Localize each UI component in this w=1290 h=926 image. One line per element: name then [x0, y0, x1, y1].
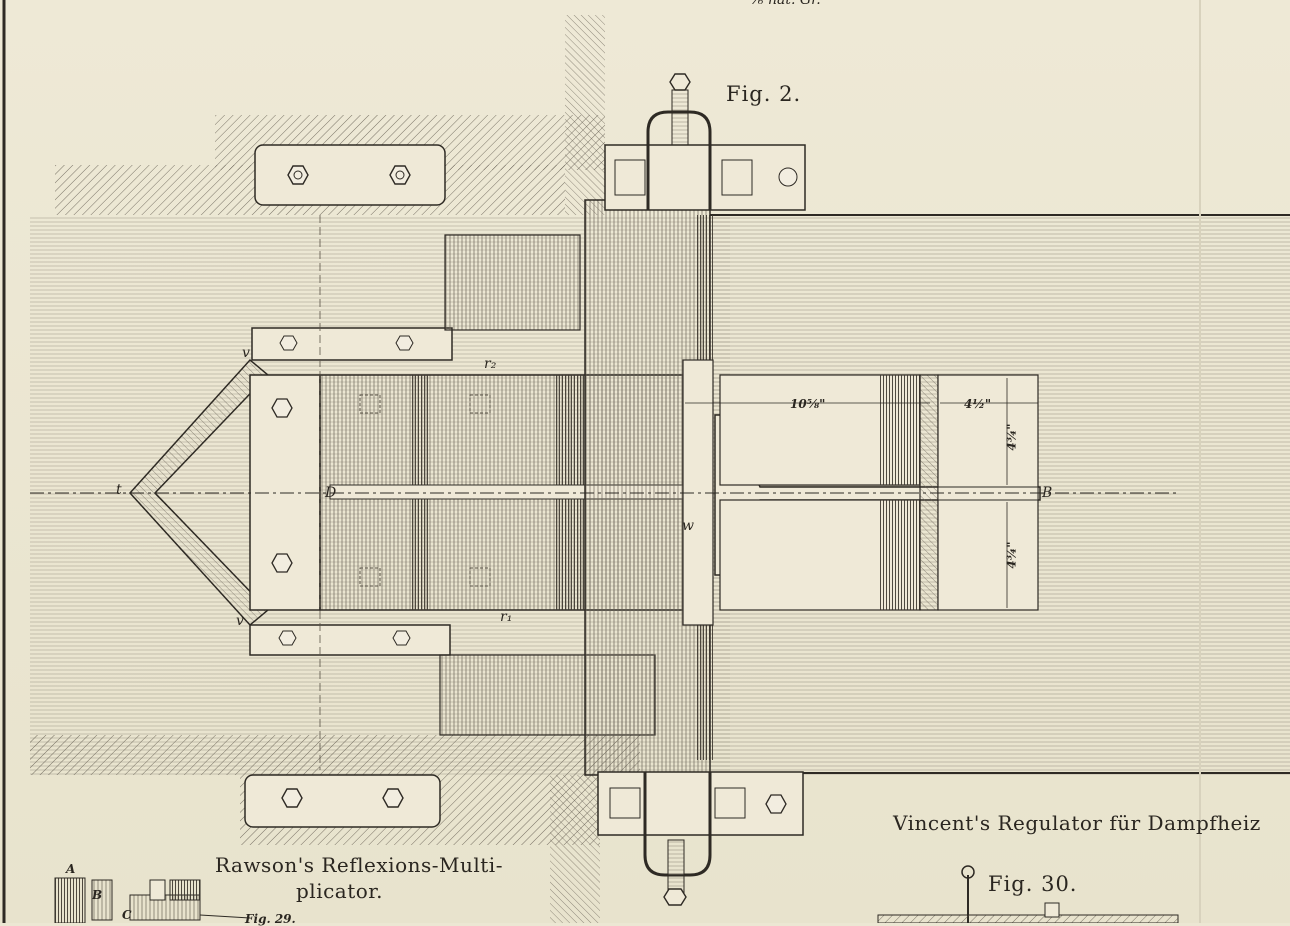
letter-v-bottom: v — [236, 613, 244, 629]
scale-note: ⅙ nat. Gr. — [750, 0, 821, 8]
letter-A: A — [66, 862, 76, 876]
dim-width-main: 10⅝" — [790, 397, 826, 411]
dim-width-small: 4½" — [964, 397, 992, 411]
top-bolt-assembly — [604, 73, 806, 211]
fig30-label: Fig. 30. — [988, 872, 1078, 896]
dim-height-bottom: 4¾" — [1004, 541, 1019, 569]
letter-r2: r₂ — [484, 356, 497, 372]
letter-v-top: v — [242, 345, 250, 361]
vincent-caption: Vincent's Regulator für Dampfheiz — [893, 811, 1261, 835]
letter-r1: r₁ — [500, 609, 513, 625]
wall-section-bottom — [30, 735, 640, 775]
letter-w: w — [682, 518, 694, 534]
letter-D: D — [325, 485, 337, 501]
bottom-bolt-assembly — [597, 771, 804, 906]
fig30-partial-drawing — [877, 865, 1179, 923]
dimension-lines — [685, 378, 1038, 608]
letter-B: B — [1042, 485, 1053, 501]
letter-C: C — [122, 908, 132, 922]
rawson-caption-line2: plicator. — [296, 879, 384, 903]
rawson-apparatus-partial — [54, 877, 251, 923]
fig2-label: Fig. 2. — [726, 82, 802, 106]
fig29-label: Fig. 29. — [245, 912, 296, 926]
bottom-plate — [244, 774, 441, 828]
letter-B-small: B — [92, 888, 103, 902]
top-plate — [254, 144, 446, 206]
dim-height-top: 4¾" — [1004, 423, 1019, 451]
nut — [287, 165, 309, 185]
nut — [389, 165, 411, 185]
letter-t: t — [116, 482, 122, 498]
rawson-caption-line1: Rawson's Reflexions-Multi- — [215, 853, 503, 877]
